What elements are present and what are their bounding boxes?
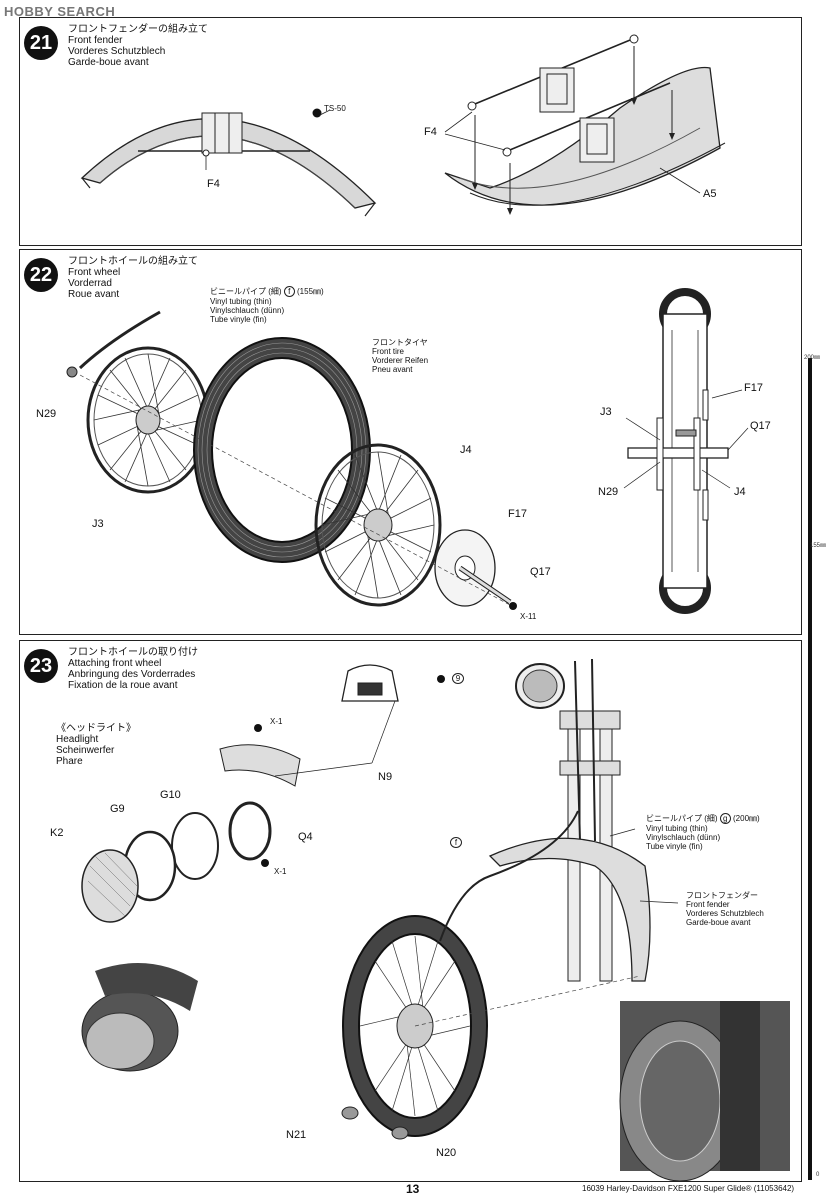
label-f4-right: F4 bbox=[424, 126, 437, 138]
vinyl-tubing-note: ビニールパイプ (細) f (155㎜) Vinyl tubing (thin)… bbox=[210, 286, 324, 324]
headlight-german: Scheinwerfer bbox=[56, 745, 115, 756]
headlight-note: 《ヘッドライト》 Headlight Scheinwerfer Phare bbox=[56, 723, 136, 767]
fender-english: Front fender bbox=[686, 900, 730, 909]
label-n21: N21 bbox=[286, 1129, 307, 1141]
label-j3: J3 bbox=[92, 518, 104, 530]
tubing-code: f bbox=[283, 286, 295, 297]
section-label-j4: J4 bbox=[734, 486, 746, 498]
section-label-q17: Q17 bbox=[750, 420, 771, 432]
label-q4: Q4 bbox=[298, 831, 313, 843]
step-22-panel: 22 フロントホイールの組み立て Front wheel Vorderrad R… bbox=[19, 249, 802, 635]
title-english: Front fender bbox=[68, 35, 123, 46]
tubing-english: Vinyl tubing (thin) bbox=[646, 824, 708, 833]
title-german: Vorderes Schutzblech bbox=[68, 46, 166, 57]
ruler-label-0: 0 bbox=[816, 1172, 820, 1178]
label-x1-top: X-1 bbox=[270, 717, 283, 726]
step-number: 22 bbox=[24, 258, 58, 292]
label-f4-left: F4 bbox=[207, 178, 220, 190]
front-wheel-assembly-diagram bbox=[66, 288, 749, 614]
step-title: フロントホイールの組み立て Front wheel Vorderrad Roue… bbox=[68, 256, 198, 300]
title-english: Attaching front wheel bbox=[68, 658, 162, 669]
title-french: Garde-boue avant bbox=[68, 57, 149, 68]
step-title: フロントフェンダーの組み立て Front fender Vorderes Sch… bbox=[68, 24, 208, 68]
tubing-length: (155㎜) bbox=[297, 287, 324, 296]
label-x1-bottom: X-1 bbox=[274, 867, 287, 876]
headlight-japanese: 《ヘッドライト》 bbox=[56, 723, 136, 734]
step-number: 23 bbox=[24, 649, 58, 683]
label-g9: G9 bbox=[110, 803, 125, 815]
section-label-f17: F17 bbox=[744, 382, 763, 394]
tire-german: Vorderer Reifen bbox=[372, 356, 429, 365]
tubing-japanese: ビニールパイプ (細) bbox=[646, 814, 720, 823]
tubing-french: Tube vinyle (fin) bbox=[210, 315, 267, 324]
step-title: フロントホイールの取り付け Attaching front wheel Anbr… bbox=[68, 647, 198, 691]
label-ts50: TS-50 bbox=[324, 104, 346, 113]
ruler-label-200mm: 200㎜ bbox=[804, 355, 821, 361]
title-japanese: フロントホイールの取り付け bbox=[68, 647, 198, 658]
title-french: Roue avant bbox=[68, 289, 120, 300]
label-g10: G10 bbox=[160, 789, 181, 801]
page-number: 13 bbox=[406, 1182, 420, 1196]
title-french: Fixation de la roue avant bbox=[68, 680, 178, 691]
tire-japanese: フロントタイヤ bbox=[372, 338, 428, 347]
label-n9: N9 bbox=[378, 771, 393, 783]
measurement-ruler bbox=[808, 358, 812, 1180]
vinyl-tubing-note: ビニールパイプ (細) g (200㎜) Vinyl tubing (thin)… bbox=[646, 813, 760, 851]
wheel-cross-section bbox=[623, 288, 749, 614]
title-japanese: フロントフェンダーの組み立て bbox=[68, 24, 208, 35]
label-n20: N20 bbox=[436, 1147, 457, 1159]
front-fender-note: フロントフェンダー Front fender Vorderes Schutzbl… bbox=[686, 891, 764, 927]
front-fender-assembly-diagram bbox=[80, 34, 726, 217]
tubing-japanese: ビニールパイプ (細) bbox=[210, 287, 284, 296]
tire-french: Pneu avant bbox=[372, 365, 413, 374]
watermark-text: HOBBY SEARCH bbox=[4, 4, 116, 19]
fender-french: Garde-boue avant bbox=[686, 918, 751, 927]
headlight-english: Headlight bbox=[56, 734, 99, 745]
title-english: Front wheel bbox=[68, 267, 121, 278]
title-german: Vorderrad bbox=[68, 278, 112, 289]
product-code: 16039 Harley-Davidson FXE1200 Super Glid… bbox=[582, 1184, 795, 1193]
label-x11: X-11 bbox=[520, 612, 537, 621]
step-23-panel: 23 フロントホイールの取り付け Attaching front wheel A… bbox=[19, 640, 802, 1182]
section-label-n29: N29 bbox=[598, 486, 619, 498]
tubing-length: (200㎜) bbox=[733, 814, 760, 823]
front-tire-note: フロントタイヤ Front tire Vorderer Reifen Pneu … bbox=[372, 338, 428, 374]
tubing-french: Tube vinyle (fin) bbox=[646, 842, 703, 851]
callout-f: f bbox=[450, 837, 462, 848]
fender-german: Vorderes Schutzblech bbox=[686, 909, 764, 918]
fender-japanese: フロントフェンダー bbox=[686, 891, 758, 900]
tubing-code: g bbox=[719, 813, 731, 824]
headlight-french: Phare bbox=[56, 756, 83, 767]
title-german: Anbringung des Vorderrades bbox=[68, 669, 196, 680]
title-japanese: フロントホイールの組み立て bbox=[68, 256, 198, 267]
label-q17: Q17 bbox=[530, 566, 551, 578]
ruler-label-155mm: 155㎜ bbox=[810, 543, 827, 549]
label-a5: A5 bbox=[703, 188, 717, 200]
label-n29: N29 bbox=[36, 408, 57, 420]
label-j4: J4 bbox=[460, 444, 472, 456]
watermark-logo: HOBBY SEARCH bbox=[4, 4, 115, 19]
tubing-german: Vinylschlauch (dünn) bbox=[646, 833, 721, 842]
tubing-english: Vinyl tubing (thin) bbox=[210, 297, 272, 306]
section-label-j3: J3 bbox=[600, 406, 612, 418]
attaching-front-wheel-diagram bbox=[81, 658, 790, 1181]
tire-english: Front tire bbox=[372, 347, 405, 356]
tubing-german: Vinylschlauch (dünn) bbox=[210, 306, 285, 315]
callout-9: 9 bbox=[452, 673, 464, 684]
step-21-panel: 21 フロントフェンダーの組み立て Front fender Vorderes … bbox=[19, 17, 802, 246]
label-f17: F17 bbox=[508, 508, 527, 520]
label-k2: K2 bbox=[50, 827, 64, 839]
step-number: 21 bbox=[24, 26, 58, 60]
